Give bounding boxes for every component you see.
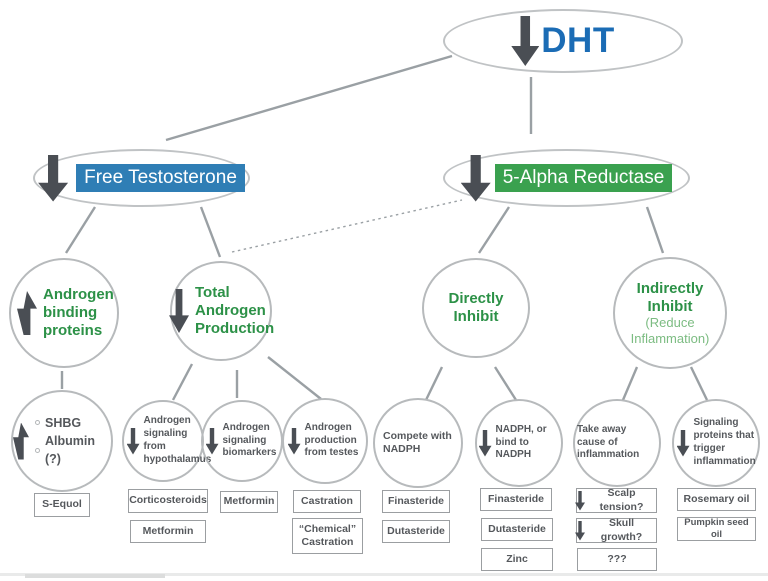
node-take-away-inflammation: Take away cause of inflammation <box>573 399 661 487</box>
chemical-castration-label: “Chemical” Castration <box>298 522 357 548</box>
signaling-hypothalamus-label: Androgen signaling from hypothalamus <box>143 415 212 465</box>
node-indirectly-inhibit: Indirectly Inhibit (Reduce Inflammation) <box>613 257 727 369</box>
box-scalp-tension: Scalp tension? <box>575 487 657 513</box>
node-five-alpha-reductase: 5-Alpha Reductase <box>443 149 690 207</box>
box-s-equol: S-Equol <box>34 493 90 517</box>
decrease-arrow-icon <box>575 490 585 511</box>
dotted-connector <box>231 199 463 253</box>
total-androgen-label: Total Androgen Production <box>195 284 275 337</box>
skull-growth-label: Skull growth? <box>600 517 643 543</box>
node-androgen-binding-proteins: Androgen binding proteins <box>9 258 119 368</box>
dutasteride-label: Dutasteride <box>387 524 445 537</box>
node-compete-with-nadph: Compete with NADPH <box>373 398 463 488</box>
node-total-androgen-production: Total Androgen Production <box>169 261 275 361</box>
metformin-label: Metformin <box>142 524 194 537</box>
node-androgen-production-testes: Androgen production from testes <box>282 398 368 484</box>
rosemary-oil-label: Rosemary oil <box>683 492 750 505</box>
box-dutasteride-bind: Dutasteride <box>481 518 553 541</box>
node-androgen-signaling-biomarkers: Androgen signaling biomarkers <box>201 400 283 482</box>
indirectly-inhibit-label: Indirectly Inhibit <box>636 279 704 315</box>
box-pumpkin-seed-oil: Pumpkin seed oil <box>677 517 756 541</box>
compete-nadph-label: Compete with NADPH <box>383 429 452 455</box>
box-unknown: ??? <box>577 548 657 571</box>
box-rosemary-oil: Rosemary oil <box>677 488 756 511</box>
box-metformin-biomarkers: Metformin <box>220 491 278 513</box>
pumpkin-seed-oil-label: Pumpkin seed oil <box>684 517 749 540</box>
androgen-binding-label: Androgen binding proteins <box>43 286 114 339</box>
albumin-item: Albumin (?) <box>45 433 95 467</box>
shbg-item: SHBG <box>45 415 82 430</box>
box-zinc: Zinc <box>481 548 553 571</box>
unknown-label: ??? <box>607 552 627 565</box>
bind-nadph-label: NADPH, or bind to NADPH <box>495 423 547 461</box>
take-away-label: Take away cause of inflammation <box>577 423 640 461</box>
bottom-edge-strip <box>0 573 768 576</box>
bullet-dot-icon <box>35 420 40 426</box>
dutasteride-label: Dutasteride <box>488 522 546 535</box>
box-corticosteroids: Corticosteroids <box>128 489 208 513</box>
castration-label: Castration <box>301 494 353 507</box>
box-skull-growth: Skull growth? <box>575 517 657 543</box>
reduce-inflammation-sublabel: (Reduce Inflammation) <box>630 315 710 346</box>
box-chemical-castration: “Chemical” Castration <box>292 518 363 554</box>
finasteride-label: Finasteride <box>387 494 445 507</box>
metformin-label: Metformin <box>223 495 275 508</box>
inflammation-signaling-label: Signaling proteins that trigger inflamma… <box>693 417 756 467</box>
box-finasteride-compete: Finasteride <box>382 490 450 513</box>
corticosteroids-label: Corticosteroids <box>129 494 207 507</box>
finasteride-label: Finasteride <box>487 492 545 505</box>
box-dutasteride-compete: Dutasteride <box>382 520 450 543</box>
node-dht: DHT <box>443 9 683 73</box>
node-inflammation-signaling: Signaling proteins that trigger inflamma… <box>672 399 760 487</box>
s-equol-label: S-Equol <box>42 498 82 511</box>
decrease-arrow-icon <box>460 154 491 202</box>
node-nadph-or-bind: NADPH, or bind to NADPH <box>475 399 563 487</box>
directly-inhibit-label: Directly Inhibit <box>448 290 504 325</box>
node-androgen-signaling-hypothalamus: Androgen signaling from hypothalamus <box>122 400 212 482</box>
decrease-arrow-icon <box>676 429 690 457</box>
box-finasteride-bind: Finasteride <box>480 488 552 511</box>
decrease-arrow-icon <box>169 289 189 333</box>
five-alpha-reductase-label: 5-Alpha Reductase <box>494 164 673 192</box>
increase-arrow-icon <box>17 291 37 335</box>
decrease-arrow-icon <box>575 520 585 541</box>
box-castration: Castration <box>293 490 361 513</box>
bottom-edge-smudge <box>25 574 165 578</box>
decrease-arrow-icon <box>287 427 301 455</box>
zinc-label: Zinc <box>506 552 528 565</box>
box-metformin-hypothalamus: Metformin <box>130 520 206 543</box>
production-testes-label: Androgen production from testes <box>304 421 359 459</box>
decrease-arrow-icon <box>511 16 540 66</box>
decrease-arrow-icon <box>478 429 492 457</box>
bullet-dot-icon <box>35 447 40 453</box>
node-shbg-albumin: SHBG Albumin (?) <box>11 390 113 492</box>
node-directly-inhibit: Directly Inhibit <box>422 258 530 358</box>
node-free-testosterone: Free Testosterone <box>33 149 250 207</box>
decrease-arrow-icon <box>126 427 140 455</box>
signaling-biomarkers-label: Androgen signaling biomarkers <box>222 421 277 459</box>
scalp-tension-label: Scalp tension? <box>599 487 644 513</box>
increase-arrow-icon <box>13 422 29 460</box>
free-testosterone-label: Free Testosterone <box>76 164 245 192</box>
decrease-arrow-icon <box>205 427 219 455</box>
dht-label: DHT <box>541 21 615 60</box>
